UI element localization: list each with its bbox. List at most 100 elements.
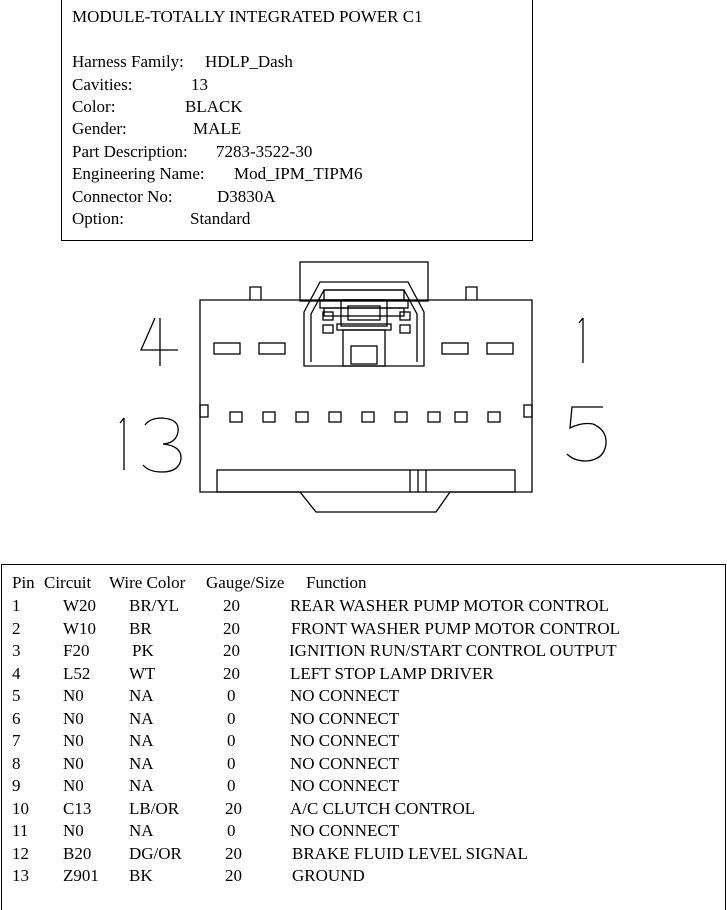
table-row: 6 N0 NA 0 NO CONNECT: [2, 708, 725, 731]
info-label: Option:: [72, 209, 124, 228]
info-row-color: Color: BLACK: [72, 96, 243, 118]
info-label: Part Description:: [72, 142, 188, 161]
header-pin: Pin: [12, 573, 35, 592]
cell-color: WT: [129, 663, 156, 683]
info-value: MALE: [193, 119, 242, 138]
cell-pin: 5: [12, 686, 21, 705]
cell-color: LB/OR: [129, 798, 180, 818]
cell-circuit: C13: [63, 798, 92, 818]
cell-gauge: 20: [225, 866, 242, 885]
cell-gauge: 20: [223, 663, 240, 683]
cell-circuit: L52: [63, 663, 91, 683]
cell-circuit: W10: [63, 618, 97, 638]
cell-color: BK: [129, 866, 153, 885]
cell-function: NO CONNECT: [290, 753, 400, 773]
cell-gauge: 0: [227, 731, 236, 750]
pin-label-13: [119, 417, 182, 473]
top-tab-left: [249, 286, 262, 300]
cell-function: NO CONNECT: [290, 776, 400, 795]
cell-pin: 8: [12, 753, 21, 773]
cell-pin: 1: [12, 596, 21, 615]
header-gauge: Gauge/Size: [206, 573, 285, 592]
info-row-engineering-name: Engineering Name: Mod_IPM_TIPM6: [72, 163, 362, 185]
cell-circuit: N0: [63, 753, 84, 773]
cell-circuit: N0: [63, 686, 84, 705]
cell-color: DG/OR: [129, 843, 182, 863]
info-value: 13: [191, 75, 208, 94]
table-row: 3 F20 PK 20 IGNITION RUN/START CONTROL O…: [2, 640, 725, 663]
info-value: D3830A: [217, 187, 276, 206]
pin-label-4: [140, 317, 178, 366]
table-row: 12 B20 DG/OR 20 BRAKE FLUID LEVEL SIGNAL: [2, 843, 725, 866]
table-row: 5 N0 NA 0 NO CONNECT: [2, 685, 725, 708]
cell-function: IGNITION RUN/START CONTROL OUTPUT: [289, 641, 617, 660]
latch-detail: [303, 281, 425, 367]
table-row: 4 L52 WT 20 LEFT STOP LAMP DRIVER: [2, 663, 725, 686]
bottom-key-slot: [216, 469, 516, 493]
cell-circuit: N0: [63, 776, 84, 795]
header-function: Function: [306, 573, 367, 592]
table-row: 1 W20 BR/YL 20 REAR WASHER PUMP MOTOR CO…: [2, 595, 725, 618]
info-row-part-description: Part Description: 7283-3522-30: [72, 141, 312, 163]
cell-pin: 12: [12, 843, 29, 863]
cell-gauge: 20: [223, 641, 240, 660]
latch-housing-outline: [299, 261, 429, 302]
cell-color: NA: [129, 686, 154, 705]
cell-color: NA: [129, 708, 154, 728]
info-value: 7283-3522-30: [216, 142, 313, 161]
pin-table: Pin Circuit Wire Color Gauge/Size Functi…: [1, 564, 726, 910]
cell-color: NA: [129, 821, 154, 840]
info-row-connector-no: Connector No: D3830A: [72, 186, 276, 208]
table-row: 13 Z901 BK 20 GROUND: [2, 865, 725, 888]
cell-circuit: W20: [63, 596, 97, 615]
cell-gauge: 0: [227, 708, 236, 728]
info-label: Color:: [72, 97, 116, 116]
table-row: 11 N0 NA 0 NO CONNECT: [2, 820, 725, 843]
connector-body-outline: [199, 299, 533, 513]
cell-pin: 4: [12, 663, 21, 683]
info-label: Connector No:: [72, 187, 173, 206]
cell-function: LEFT STOP LAMP DRIVER: [290, 663, 494, 683]
info-value: HDLP_Dash: [205, 52, 293, 71]
cell-circuit: F20: [63, 641, 90, 660]
cell-color: PK: [132, 641, 154, 660]
info-value: Mod_IPM_TIPM6: [234, 164, 363, 183]
cell-pin: 9: [12, 776, 21, 795]
cell-pin: 11: [12, 821, 29, 840]
cell-function: NO CONNECT: [290, 708, 400, 728]
cell-gauge: 0: [227, 776, 236, 795]
cell-function: A/C CLUTCH CONTROL: [290, 798, 476, 818]
bottom-row-cavities: [229, 411, 501, 423]
cell-circuit: B20: [63, 843, 92, 863]
cell-color: BR: [129, 618, 152, 638]
cell-color: NA: [129, 776, 154, 795]
header-wire-color: Wire Color: [109, 573, 186, 592]
cell-function: NO CONNECT: [290, 686, 400, 705]
cell-circuit: N0: [63, 821, 84, 840]
cell-circuit: N0: [63, 708, 84, 728]
cell-gauge: 0: [227, 821, 236, 840]
info-value: Standard: [190, 209, 251, 228]
cell-color: NA: [129, 753, 154, 773]
connector-info-box: MODULE-TOTALLY INTEGRATED POWER C1 Harne…: [61, 0, 533, 241]
cell-function: REAR WASHER PUMP MOTOR CONTROL: [290, 596, 609, 615]
module-title: MODULE-TOTALLY INTEGRATED POWER C1: [72, 7, 423, 26]
cell-function: NO CONNECT: [290, 731, 400, 750]
side-notch-left: [199, 404, 209, 418]
cell-gauge: 20: [223, 596, 240, 615]
cell-function: FRONT WASHER PUMP MOTOR CONTROL: [291, 618, 621, 638]
cell-pin: 6: [12, 708, 21, 728]
cell-circuit: Z901: [63, 866, 99, 885]
cell-pin: 13: [12, 866, 29, 885]
cell-gauge: 0: [227, 753, 236, 773]
cell-color: BR/YL: [129, 596, 180, 615]
table-row: 7 N0 NA 0 NO CONNECT: [2, 730, 725, 753]
info-label: Gender:: [72, 119, 127, 138]
info-row-cavities: Cavities: 13: [72, 74, 208, 96]
connector-face-diagram: [119, 261, 607, 513]
cell-gauge: 0: [227, 686, 236, 705]
info-row-gender: Gender: MALE: [72, 118, 241, 140]
info-label: Cavities:: [72, 75, 133, 94]
top-tab-right: [465, 286, 478, 300]
cell-function: GROUND: [292, 866, 365, 885]
